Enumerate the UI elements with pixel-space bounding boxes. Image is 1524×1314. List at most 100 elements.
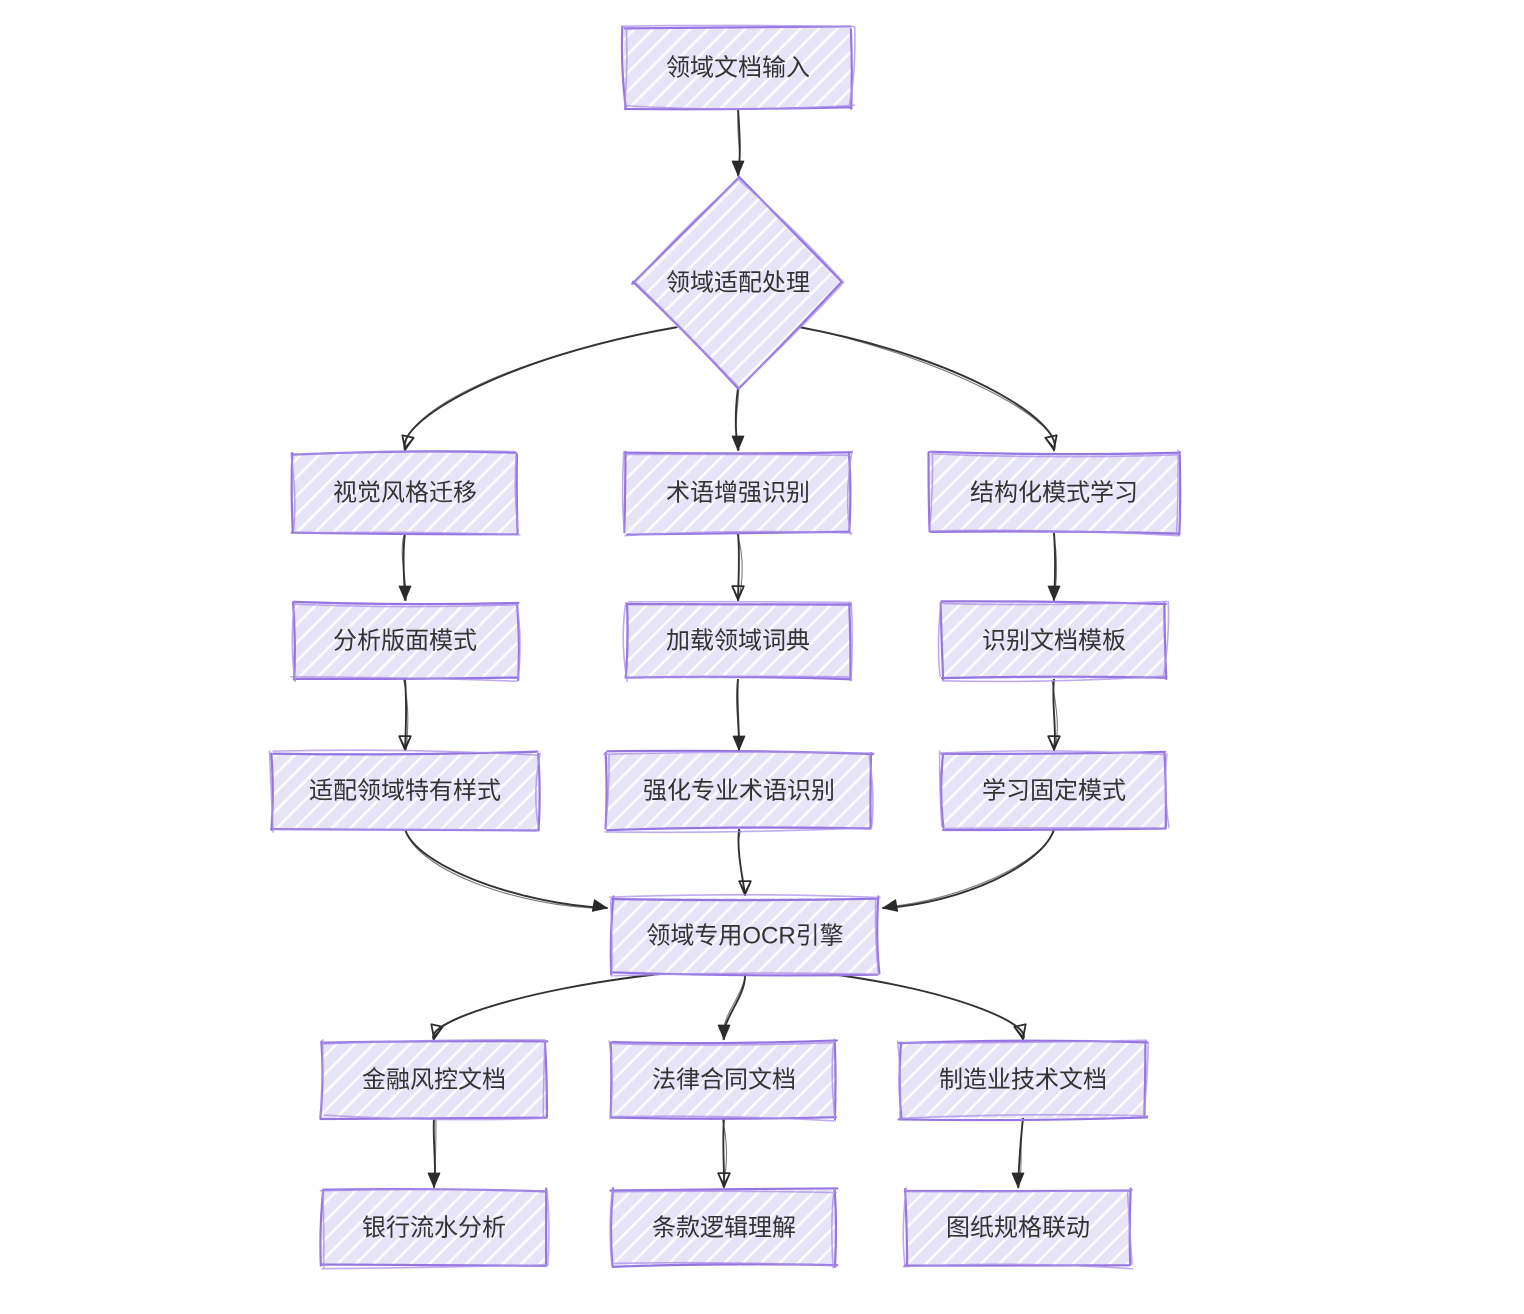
node-shape-fill bbox=[322, 1042, 546, 1118]
node-label: 条款逻辑理解 bbox=[652, 1214, 796, 1241]
edge-decision-to-struct_learn bbox=[797, 326, 1058, 452]
node-label: 视觉风格迁移 bbox=[333, 479, 477, 506]
edge-path bbox=[829, 973, 1025, 1040]
node-outline bbox=[291, 600, 520, 682]
edge-finance_doc-to-bank_flow bbox=[427, 1117, 441, 1189]
arrow-head-icon bbox=[1011, 1172, 1025, 1188]
node-load_dict[interactable]: 加载领域词典 bbox=[622, 600, 853, 683]
node-visual_style[interactable]: 视觉风格迁移 bbox=[290, 449, 521, 536]
node-outline bbox=[609, 895, 881, 977]
node-clause_logic[interactable]: 条款逻辑理解 bbox=[609, 1187, 839, 1269]
node-shape-fill bbox=[906, 1190, 1130, 1266]
arrow-head-icon bbox=[1047, 585, 1061, 601]
edge-load_dict-to-strengthen_term bbox=[732, 678, 746, 751]
edge-adapt_style-to-ocr_engine bbox=[404, 828, 608, 912]
node-outline-sketch bbox=[319, 1039, 547, 1121]
node-manufacture_doc[interactable]: 制造业技术文档 bbox=[896, 1039, 1150, 1122]
node-label: 学习固定模式 bbox=[982, 777, 1126, 804]
node-shape-fill bbox=[624, 28, 852, 108]
node-shape-fill bbox=[293, 603, 517, 679]
node-adapt_style[interactable]: 适配领域特有样式 bbox=[268, 749, 541, 833]
node-outline-sketch bbox=[938, 749, 1170, 830]
edge-legal_doc-to-clause_logic bbox=[717, 1116, 731, 1188]
node-outline-sketch bbox=[622, 600, 853, 683]
nodes-layer: 领域文档输入领域适配处理视觉风格迁移 术语增强识别结构化模式学习分析版面模式 加载领… bbox=[268, 24, 1182, 1270]
node-label: 制造业技术文档 bbox=[939, 1066, 1107, 1093]
node-drawing_spec[interactable]: 图纸规格联动 bbox=[902, 1186, 1134, 1270]
edge-path bbox=[404, 678, 408, 751]
arrow-head-icon bbox=[731, 160, 745, 176]
node-label: 领域专用OCR引擎 bbox=[646, 922, 843, 949]
edge-term_enhance-to-load_dict bbox=[731, 532, 745, 601]
node-shape-fill bbox=[272, 753, 538, 829]
node-outline-sketch bbox=[620, 24, 856, 110]
edge-path bbox=[404, 828, 608, 909]
node-ocr_engine[interactable]: 领域专用OCR引擎 bbox=[609, 893, 881, 977]
edge-recognize_tpl-to-learn_fixed bbox=[1047, 678, 1061, 751]
node-outline bbox=[631, 175, 844, 391]
arrow-head-icon bbox=[427, 1172, 441, 1188]
node-decision[interactable]: 领域适配处理 bbox=[631, 175, 844, 391]
node-bank_flow[interactable]: 银行流水分析 bbox=[319, 1187, 550, 1270]
node-outline-sketch bbox=[928, 449, 1180, 537]
node-label: 识别文档模板 bbox=[982, 627, 1126, 654]
arrow-head-icon-inner bbox=[1044, 434, 1058, 449]
edge-ocr_engine-to-legal_doc bbox=[717, 972, 747, 1041]
node-label: 银行流水分析 bbox=[362, 1214, 506, 1241]
arrow-head-icon bbox=[398, 585, 412, 601]
node-outline bbox=[623, 450, 853, 536]
node-recognize_tpl[interactable]: 识别文档模板 bbox=[937, 600, 1170, 683]
edge-path-sketch bbox=[883, 829, 1056, 908]
node-label: 法律合同文档 bbox=[652, 1066, 796, 1093]
node-outline bbox=[927, 450, 1182, 536]
node-outline-sketch bbox=[633, 177, 844, 390]
node-outline bbox=[897, 1039, 1149, 1122]
edge-path bbox=[432, 973, 661, 1040]
edge-strengthen_term-to-ocr_engine bbox=[737, 828, 752, 896]
node-shape-fill bbox=[606, 753, 872, 829]
node-outline-sketch bbox=[602, 751, 875, 834]
edge-struct_learn-to-recognize_tpl bbox=[1047, 532, 1061, 601]
edge-analyze_layout-to-adapt_style bbox=[398, 678, 412, 751]
arrow-head-icon-inner bbox=[430, 1023, 444, 1038]
edge-path-sketch bbox=[432, 972, 661, 1041]
node-label: 领域适配处理 bbox=[666, 269, 810, 296]
node-learn_fixed[interactable]: 学习固定模式 bbox=[938, 749, 1170, 832]
node-label: 适配领域特有样式 bbox=[309, 777, 501, 804]
node-analyze_layout[interactable]: 分析版面模式 bbox=[290, 600, 521, 683]
node-shape-fill bbox=[900, 1042, 1146, 1118]
node-label: 分析版面模式 bbox=[333, 627, 477, 654]
node-outline-sketch bbox=[621, 450, 853, 537]
edge-ocr_engine-to-finance_doc bbox=[430, 972, 661, 1041]
node-outline-sketch bbox=[609, 1187, 838, 1269]
node-outline bbox=[270, 750, 541, 832]
edge-manufacture_doc-to-drawing_spec bbox=[1011, 1117, 1025, 1189]
edge-path-sketch bbox=[830, 973, 1024, 1039]
node-outline-sketch bbox=[290, 449, 521, 536]
edge-path-sketch bbox=[404, 327, 677, 451]
node-finance_doc[interactable]: 金融风控文档 bbox=[319, 1039, 549, 1121]
node-outline-sketch bbox=[902, 1186, 1134, 1270]
edge-input-to-decision bbox=[731, 107, 745, 176]
edge-visual_style-to-analyze_layout bbox=[398, 531, 412, 601]
arrow-head-icon-inner bbox=[398, 735, 412, 749]
node-outline-sketch bbox=[319, 1188, 550, 1270]
edge-ocr_engine-to-manufacture_doc bbox=[829, 973, 1027, 1040]
node-shape-fill bbox=[942, 753, 1166, 829]
node-outline-sketch bbox=[937, 600, 1170, 683]
node-shape-fill bbox=[293, 453, 517, 533]
node-strengthen_term[interactable]: 强化专业术语识别 bbox=[602, 749, 875, 834]
node-struct_learn[interactable]: 结构化模式学习 bbox=[927, 449, 1182, 537]
node-label: 金融风控文档 bbox=[362, 1066, 506, 1093]
edge-path bbox=[403, 326, 679, 451]
node-input[interactable]: 领域文档输入 bbox=[620, 24, 856, 111]
arrow-head-icon-inner bbox=[401, 434, 415, 449]
node-label: 加载领域词典 bbox=[666, 627, 810, 654]
node-outline bbox=[609, 1187, 839, 1269]
node-term_enhance[interactable]: 术语增强识别 bbox=[621, 450, 853, 537]
edge-path-sketch bbox=[721, 1116, 728, 1187]
node-outline bbox=[624, 602, 853, 681]
edge-path bbox=[797, 326, 1056, 451]
node-legal_doc[interactable]: 法律合同文档 bbox=[608, 1038, 838, 1122]
